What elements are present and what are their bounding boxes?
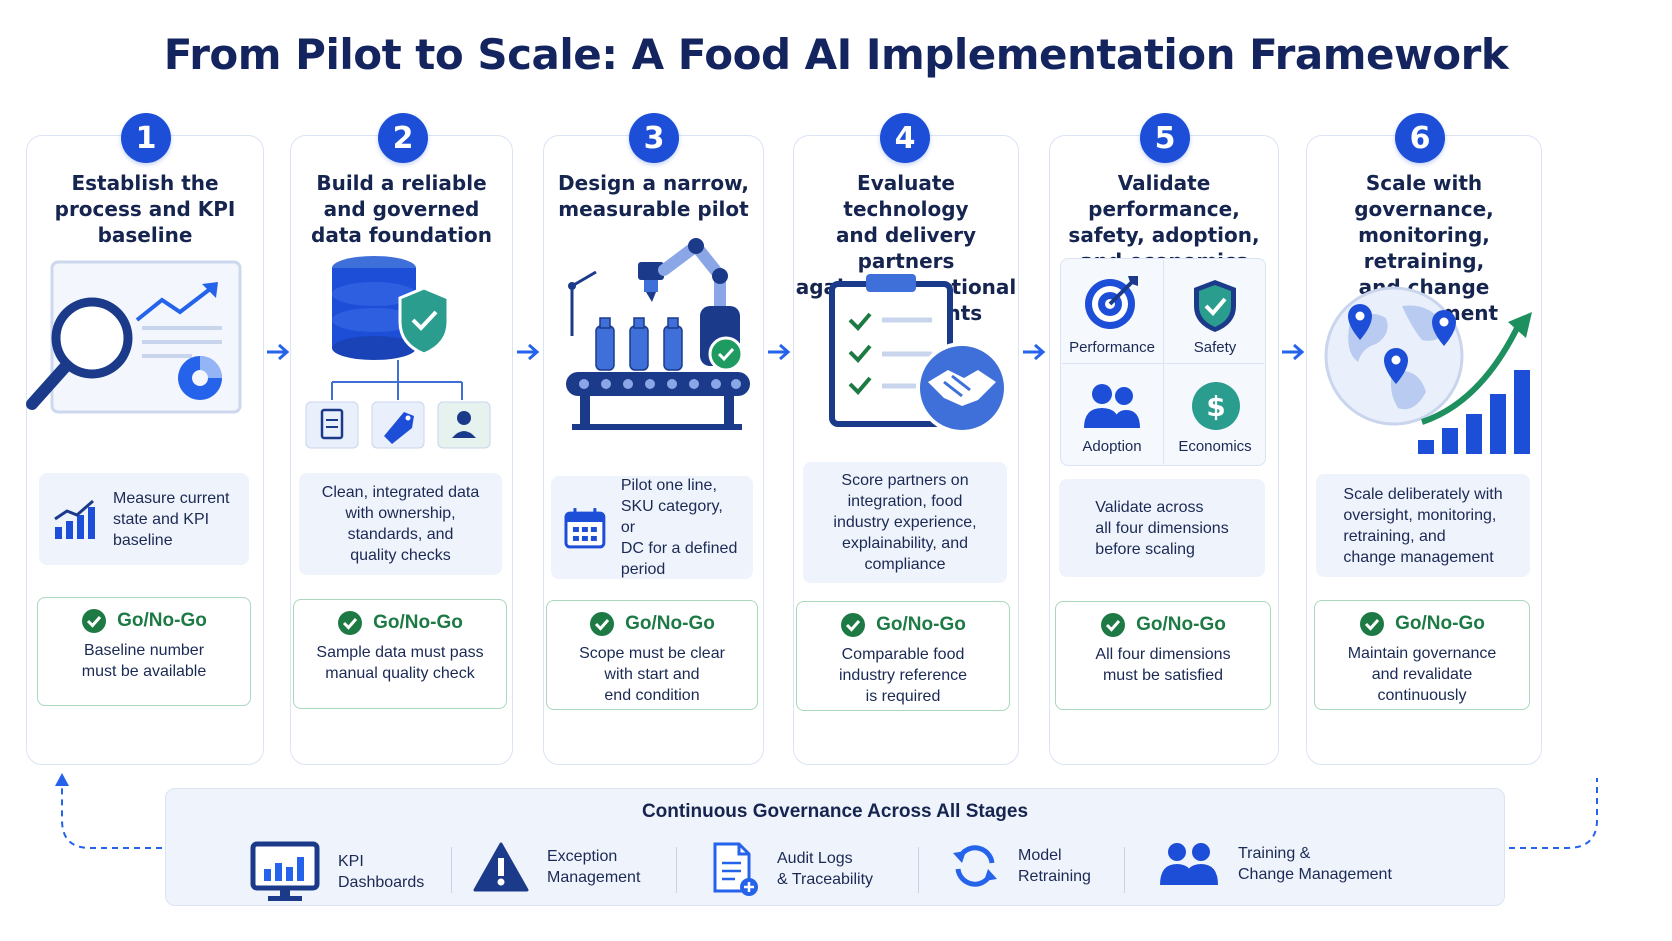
grid-divider <box>1163 260 1164 464</box>
shield-check-icon <box>1194 280 1236 332</box>
warning-triangle-icon <box>473 842 529 892</box>
arrow-right-icon <box>517 343 540 361</box>
dollar-coin-icon: $ <box>1192 382 1240 430</box>
page-title: From Pilot to Scale: A Food AI Implement… <box>163 30 1509 79</box>
svg-text:$: $ <box>1206 390 1225 423</box>
economics-label: Economics <box>1178 438 1252 455</box>
step-number-badge: 4 <box>880 113 930 163</box>
arrow-right-icon <box>768 343 791 361</box>
conveyor-robot-illustration <box>566 238 750 430</box>
database-shield-illustration <box>305 256 491 449</box>
step-title: Design a narrow,measurable pilot <box>558 171 749 221</box>
governance-item-audit-logs: Audit Logs& Traceability <box>711 841 873 897</box>
monitor-chart-icon <box>250 841 320 901</box>
arrow-right-icon <box>1282 343 1305 361</box>
performance-label: Performance <box>1069 339 1155 356</box>
governance-separator <box>451 847 452 893</box>
adoption-label: Adoption <box>1082 438 1142 455</box>
clipboard-handshake-illustration <box>829 274 1008 434</box>
check-circle-icon <box>590 612 615 636</box>
feedback-loop-arrow-left <box>55 773 162 849</box>
check-circle-icon <box>1101 613 1126 637</box>
feedback-loop-line-right <box>1509 778 1598 849</box>
step-number-badge: 3 <box>629 113 679 163</box>
document-log-icon <box>713 842 758 896</box>
check-circle-icon <box>841 613 866 637</box>
governance-item-training-change: Training &Change Management <box>1158 841 1392 887</box>
people-group-icon <box>1160 843 1218 885</box>
kpi-magnifier-illustration <box>26 260 242 414</box>
check-circle-icon <box>338 611 363 635</box>
grid-divider <box>1062 363 1264 364</box>
arrow-right-icon <box>267 343 290 361</box>
step-number-badge: 1 <box>121 113 171 163</box>
governance-title: Continuous Governance Across All Stages <box>641 801 1029 822</box>
governance-separator <box>676 847 677 893</box>
governance-panel: Continuous Governance Across All Stages … <box>165 788 1505 906</box>
check-circle-icon <box>82 609 107 633</box>
governance-separator <box>918 847 919 893</box>
people-icon <box>1084 384 1140 428</box>
step-number-badge: 5 <box>1140 113 1190 163</box>
step-number-badge: 2 <box>378 113 428 163</box>
arrow-right-icon <box>1023 343 1046 361</box>
check-circle-icon <box>1360 612 1385 636</box>
calendar-icon <box>564 507 606 548</box>
globe-growth-illustration <box>1324 286 1532 454</box>
target-icon <box>1085 276 1138 329</box>
bar-chart-icon <box>54 499 95 539</box>
refresh-cycle-icon <box>953 845 997 887</box>
safety-label: Safety <box>1193 339 1237 356</box>
governance-separator <box>1124 847 1125 893</box>
step-number-badge: 6 <box>1395 113 1445 163</box>
